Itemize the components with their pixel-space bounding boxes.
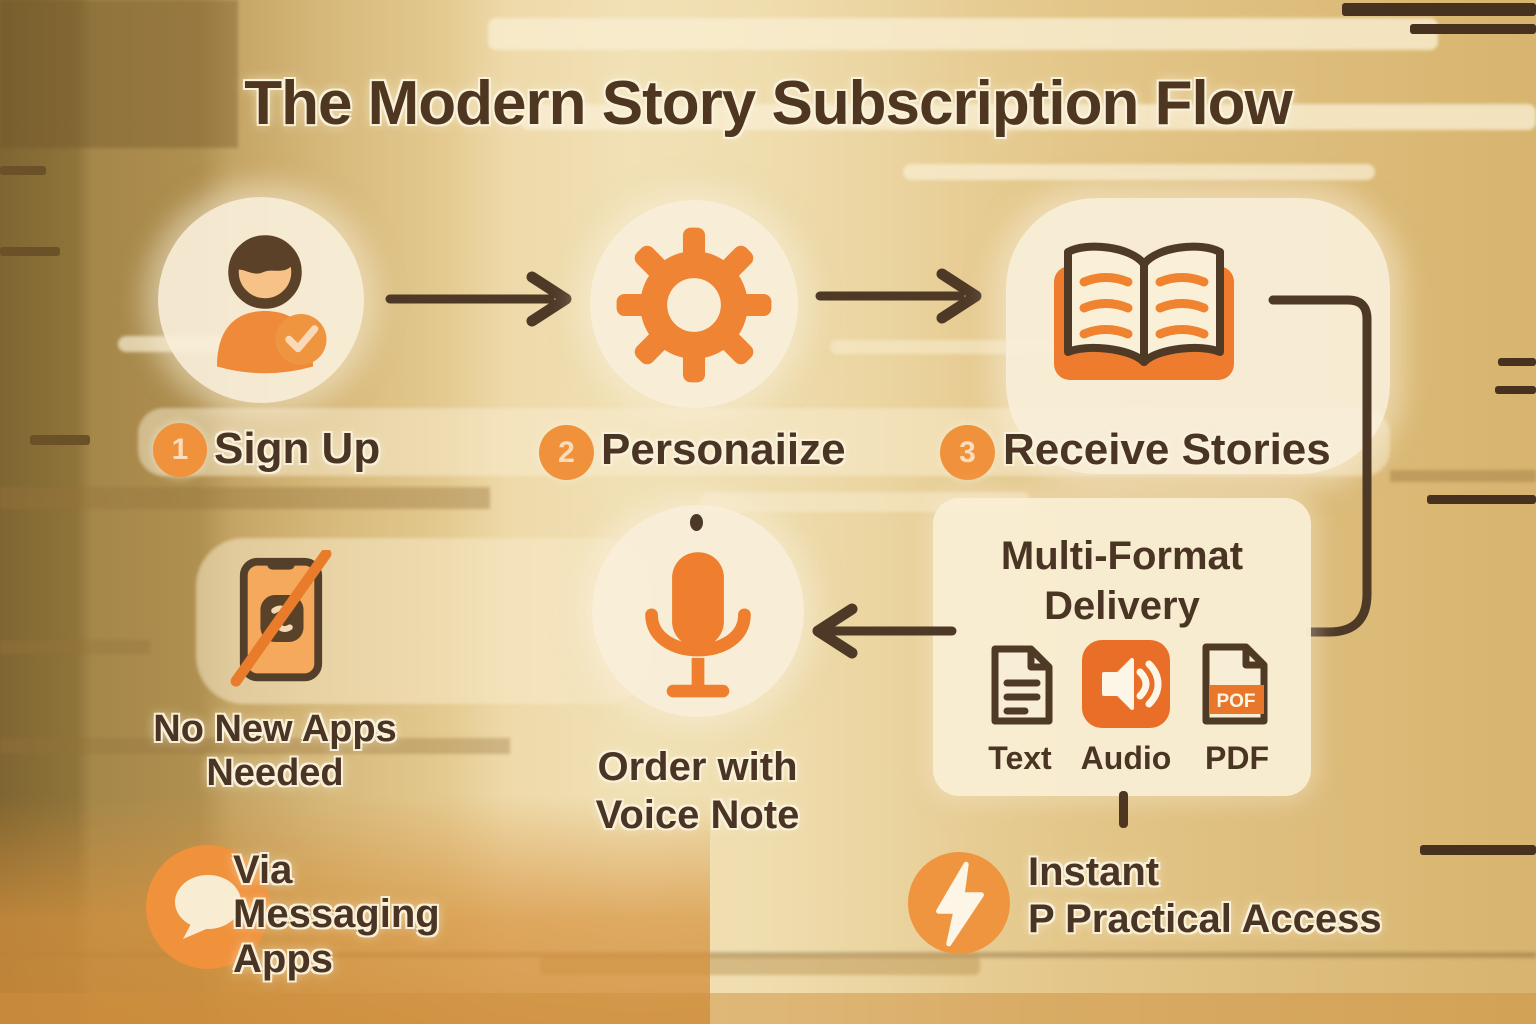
messaging-label-line3: Apps bbox=[233, 937, 333, 981]
instant-label-line1: Instant bbox=[1028, 850, 1160, 894]
instant-label-line2: P Practical Access bbox=[1028, 897, 1382, 941]
delivery-card-title-line1: Multi-Format bbox=[1000, 534, 1244, 578]
background-streak bbox=[0, 738, 510, 754]
pdf-badge-text: POF bbox=[1216, 691, 1255, 712]
phone-crossed-icon bbox=[230, 550, 332, 687]
step3-label: Receive Stories bbox=[1003, 425, 1331, 474]
voice-label-line2: Voice Note bbox=[595, 793, 800, 837]
background-streak bbox=[903, 164, 1375, 180]
arrow-left-icon bbox=[812, 603, 957, 659]
step1-label: Sign Up bbox=[214, 424, 381, 473]
background-streak bbox=[0, 166, 46, 175]
background-bottom-strip bbox=[0, 993, 1536, 1024]
microphone-icon bbox=[645, 552, 751, 698]
step1-number-badge: 1 bbox=[153, 423, 207, 477]
user-signup-icon bbox=[217, 235, 327, 374]
no-apps-label-line1: No New Apps bbox=[153, 708, 397, 750]
step2-label: Personaiize bbox=[601, 425, 846, 474]
step1-number: 1 bbox=[171, 433, 189, 466]
page-title: The Modern Story Subscription Flow bbox=[244, 69, 1293, 138]
background-streak bbox=[30, 435, 90, 445]
background-orange-wash bbox=[0, 795, 710, 1024]
format-label-pdf: PDF bbox=[1205, 740, 1269, 776]
background-streak bbox=[1390, 470, 1536, 482]
messaging-label-line2: Messaging bbox=[233, 892, 440, 936]
background-streak bbox=[1427, 495, 1536, 504]
open-book-icon bbox=[1054, 242, 1234, 380]
step2-number: 2 bbox=[558, 435, 575, 469]
background-streak bbox=[0, 247, 60, 256]
background-streak bbox=[488, 18, 1438, 50]
background-streak bbox=[1410, 24, 1536, 34]
format-label-audio: Audio bbox=[1080, 740, 1172, 776]
audio-speaker-icon bbox=[1082, 640, 1170, 728]
text-document-icon bbox=[991, 645, 1053, 725]
background-streak bbox=[1495, 386, 1536, 394]
background-streak bbox=[1342, 3, 1536, 16]
background-streak bbox=[0, 0, 238, 148]
background-streak bbox=[1420, 845, 1536, 855]
connector-dash bbox=[1119, 791, 1128, 828]
messaging-label-line1: Via bbox=[233, 848, 293, 892]
background-streak bbox=[0, 640, 150, 654]
delivery-card-title-line2: Delivery bbox=[1044, 584, 1200, 628]
step3-number: 3 bbox=[959, 435, 976, 469]
chat-bubble-icon bbox=[175, 875, 241, 939]
voice-label-line1: Order with bbox=[597, 745, 798, 789]
no-apps-label-line2: Needed bbox=[206, 752, 344, 794]
arrow-right-icon bbox=[815, 268, 982, 324]
connector-curve bbox=[1268, 295, 1372, 637]
background-streak bbox=[0, 487, 490, 509]
arrow-right-icon bbox=[385, 271, 572, 327]
voice-dot-decoration bbox=[690, 514, 703, 531]
step3-number-badge: 3 bbox=[940, 425, 995, 480]
step2-number-badge: 2 bbox=[539, 425, 594, 480]
gear-icon bbox=[616, 227, 772, 383]
pdf-file-icon: POF bbox=[1202, 643, 1268, 725]
background-streak bbox=[1498, 358, 1536, 366]
format-label-text: Text bbox=[988, 740, 1052, 776]
lightning-icon bbox=[936, 861, 984, 947]
background-streak bbox=[520, 104, 1536, 130]
